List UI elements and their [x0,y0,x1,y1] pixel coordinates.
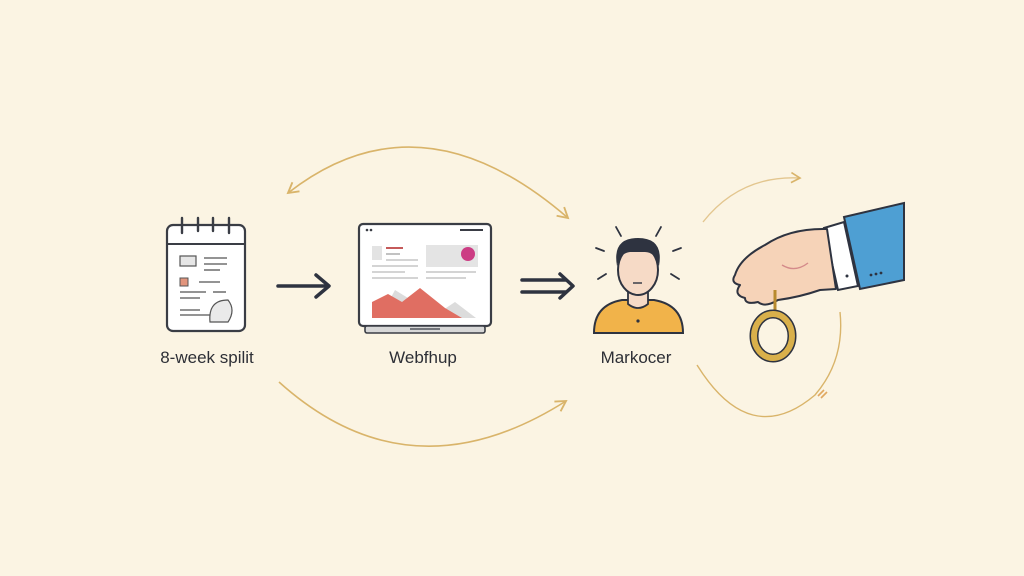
browser-window-chart-icon [357,222,493,334]
curved-arrow-right-lower [696,311,842,418]
node-label-person: Markocer [600,348,672,367]
hand-holding-ring-icon [732,201,905,363]
arrow-plan-to-web [276,273,331,299]
notepad-calendar-icon [165,216,247,333]
node-label-web: Webfhup [389,348,457,367]
double-arrow-web-to-person [520,272,575,300]
arrow-tick-mark [817,389,828,399]
curved-arrow-bottom [278,381,568,447]
person-avatar-icon [592,226,685,334]
curved-arrow-right-upper [702,171,802,223]
node-label-plan: 8-week spilit [160,348,254,367]
curved-arrow-top [286,146,570,220]
